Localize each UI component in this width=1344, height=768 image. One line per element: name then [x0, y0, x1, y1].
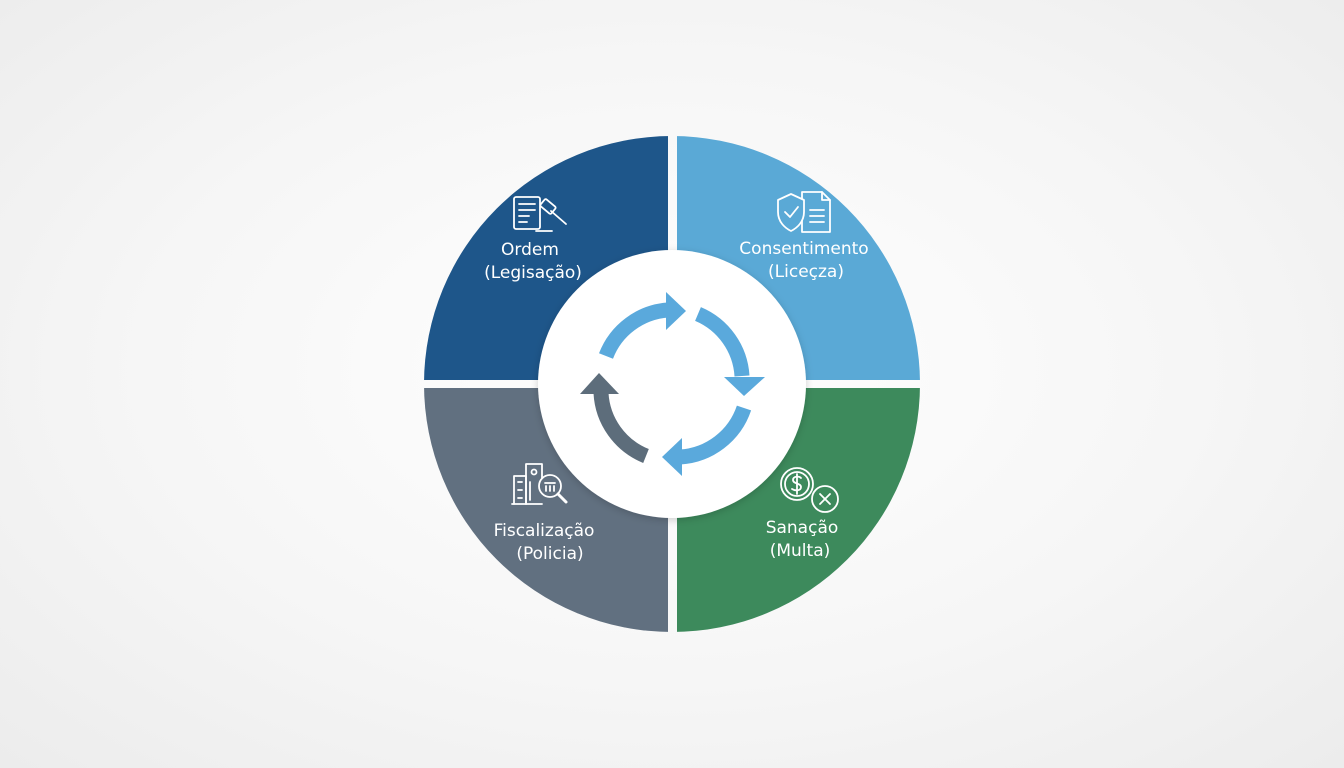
cycle-arrows-icon — [580, 292, 765, 476]
label-fiscalizacao-title: Fiscalização — [494, 521, 595, 541]
label-consentimento-title: Consentimento — [739, 239, 868, 259]
document-gavel-icon — [513, 196, 567, 232]
center-disc — [538, 250, 806, 518]
label-consentimento-subtitle: (Liceçza) — [768, 262, 844, 282]
label-fiscalizacao-subtitle: (Policia) — [516, 544, 583, 564]
coin-cancel-icon — [780, 467, 839, 513]
building-magnifier-icon — [511, 463, 568, 505]
label-sanacao-title: Sanação — [766, 518, 839, 538]
label-ordem-title: Ordem — [501, 240, 559, 260]
shield-document-icon — [777, 191, 831, 233]
label-ordem-subtitle: (Legisação) — [484, 263, 582, 283]
label-sanacao-subtitle: (Multa) — [770, 541, 831, 561]
